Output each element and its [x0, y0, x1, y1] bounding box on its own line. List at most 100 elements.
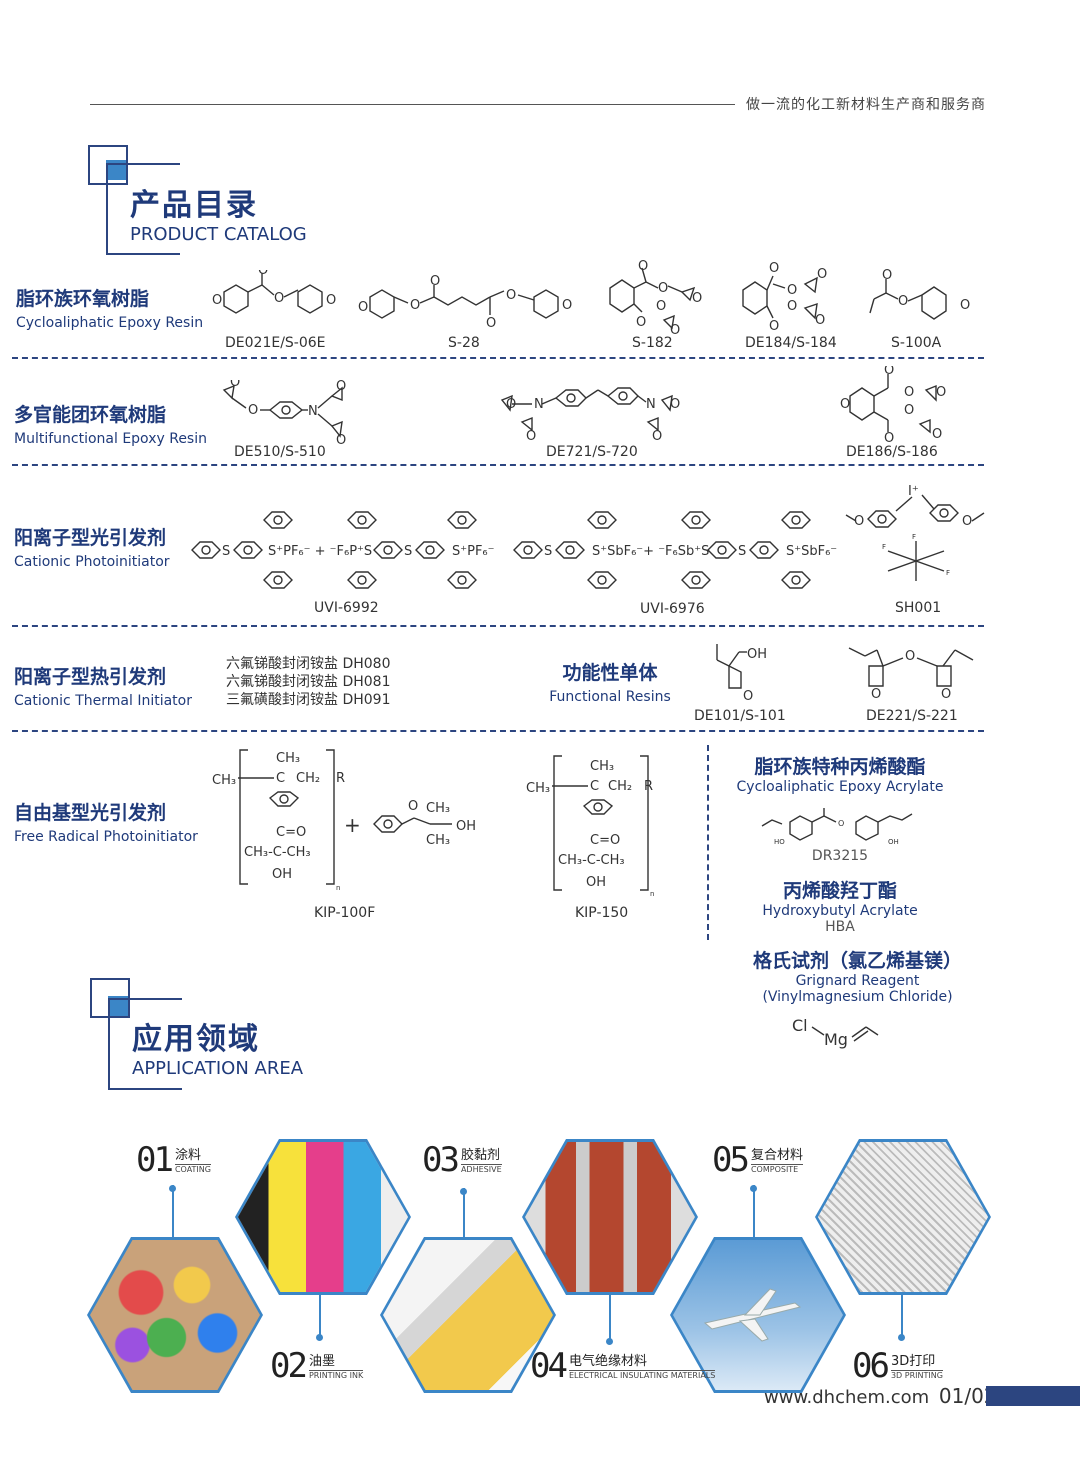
svg-text:OH: OH — [747, 647, 767, 662]
svg-text:O: O — [258, 270, 268, 278]
svg-text:C=O: C=O — [590, 833, 620, 848]
footer-website: www.dhchem.com 01/02 — [764, 1384, 997, 1408]
svg-text:S: S — [544, 544, 552, 559]
structure-de721: O N O N O O — [500, 387, 680, 443]
category-name-zh: 阳离子型热引发剂 — [14, 666, 167, 688]
catalog-title-zh: 产品目录 — [130, 188, 258, 223]
product-code: S-100A — [891, 335, 942, 351]
application-name-zh: 胶黏剂 — [460, 1144, 502, 1165]
svg-text:O: O — [658, 281, 668, 296]
svg-text:O: O — [670, 397, 680, 412]
connector-line — [172, 1185, 174, 1237]
catalog-title: 产品目录 PRODUCT CATALOG — [130, 180, 307, 245]
connector-line — [463, 1188, 465, 1238]
svg-text:CH₃-C-CH₃: CH₃-C-CH₃ — [244, 845, 311, 860]
category-name-zh: 格氏试剂（氯乙烯基镁） — [752, 950, 962, 972]
svg-text:S: S — [404, 544, 412, 559]
svg-text:N: N — [646, 397, 656, 412]
application-name-en: COATING — [174, 1165, 211, 1174]
svg-text:S: S — [738, 544, 746, 559]
application-name-zh: 涂料 — [174, 1144, 211, 1165]
svg-text:CH₃: CH₃ — [426, 801, 450, 816]
application-title-en: APPLICATION AREA — [132, 1058, 304, 1079]
connector-dot — [460, 1188, 467, 1195]
svg-text:O: O — [430, 275, 440, 289]
structure-de184: O O O O OO — [742, 262, 827, 334]
svg-text:O: O — [562, 298, 572, 313]
svg-text:O: O — [904, 403, 914, 418]
application-bracket-decoration — [108, 998, 182, 1090]
svg-text:O: O — [884, 431, 894, 446]
svg-text:O: O — [248, 403, 258, 418]
svg-text:O: O — [274, 291, 284, 306]
structure-uvi6976: S S⁺SbF₆⁻+ ⁻F₆Sb⁺S S S⁺SbF₆⁻ — [513, 511, 837, 589]
svg-text:O: O — [817, 267, 827, 282]
svg-text:O: O — [336, 433, 346, 448]
category-name-en: Functional Resins — [549, 689, 671, 705]
svg-text:O: O — [636, 315, 646, 330]
printing-ink-image — [238, 1142, 408, 1292]
svg-text:S⁺PF₆⁻: S⁺PF₆⁻ — [452, 544, 495, 559]
category-name-en: Hydroxybutyl Acrylate — [762, 903, 918, 919]
svg-text:CH₃: CH₃ — [276, 751, 300, 766]
section-divider — [12, 730, 984, 732]
connector-dot — [316, 1334, 323, 1341]
svg-text:O: O — [656, 299, 666, 314]
svg-text:O: O — [838, 819, 844, 828]
category-name-en: Grignard Reagent — [795, 973, 920, 989]
svg-text:CH₃: CH₃ — [426, 833, 450, 848]
category-cationic-thermal: 阳离子型热引发剂 Cationic Thermal Initiator — [14, 662, 192, 709]
svg-text:O: O — [882, 268, 892, 283]
svg-text:O: O — [905, 649, 915, 664]
svg-text:S⁺SbF₆⁻: S⁺SbF₆⁻ — [786, 544, 837, 559]
svg-text:O: O — [743, 689, 753, 704]
product-code: KIP-150 — [575, 905, 629, 921]
svg-text:n: n — [336, 884, 340, 892]
product-code: DE510/S-510 — [234, 444, 326, 460]
connector-line — [609, 1292, 611, 1342]
application-name-zh: 油墨 — [308, 1350, 364, 1371]
connector-line — [901, 1292, 903, 1338]
footer-bar — [986, 1386, 1080, 1406]
category-hba: 丙烯酸羟丁酯 Hydroxybutyl Acrylate HBA — [720, 876, 960, 935]
svg-text:O: O — [410, 298, 420, 313]
category-functional: 功能性单体 Functional Resins — [548, 658, 672, 705]
svg-text:HO: HO — [774, 838, 785, 846]
svg-text:I⁺: I⁺ — [908, 485, 919, 499]
svg-text:O: O — [638, 260, 648, 274]
category-cycloaliphatic: 脂环族环氧树脂 Cycloaliphatic Epoxy Resin — [16, 284, 203, 331]
category-name-zh: 阳离子型光引发剂 — [14, 527, 167, 549]
application-title-zh: 应用领域 — [132, 1022, 260, 1057]
header-rule — [90, 104, 735, 105]
application-name-en: COMPOSITE — [750, 1165, 799, 1174]
structure-s182: O O O OO O — [609, 260, 702, 335]
airplane-icon — [703, 1288, 802, 1342]
electrical-image — [525, 1142, 695, 1292]
svg-text:CH₃-C-CH₃: CH₃-C-CH₃ — [558, 853, 625, 868]
product-code: SH001 — [895, 600, 942, 616]
svg-text:R: R — [336, 771, 345, 786]
structure-de510: O O N O O — [222, 380, 346, 448]
connector-line — [319, 1292, 321, 1338]
svg-text:O: O — [336, 380, 346, 394]
connector-line — [753, 1185, 755, 1237]
svg-text:O: O — [230, 380, 240, 390]
product-code: DE186/S-186 — [846, 444, 938, 460]
svg-text:C=O: C=O — [276, 825, 306, 840]
category-name-zh: 多官能团环氧树脂 — [14, 404, 167, 426]
svg-text:N: N — [534, 397, 544, 412]
category-name-zh: 丙烯酸羟丁酯 — [782, 880, 897, 902]
application-name-zh: 电气绝缘材料 — [568, 1350, 716, 1371]
svg-text:O: O — [692, 291, 702, 306]
category-name-zh: 脂环族特种丙烯酸酯 — [754, 756, 926, 778]
structure-uvi6992: S S⁺PF₆⁻ + ⁻F₆P⁺S S S⁺PF₆⁻ — [191, 511, 495, 589]
svg-text:Cl: Cl — [792, 1016, 808, 1035]
svg-text:CH₃: CH₃ — [526, 781, 550, 796]
section-divider — [12, 625, 984, 627]
